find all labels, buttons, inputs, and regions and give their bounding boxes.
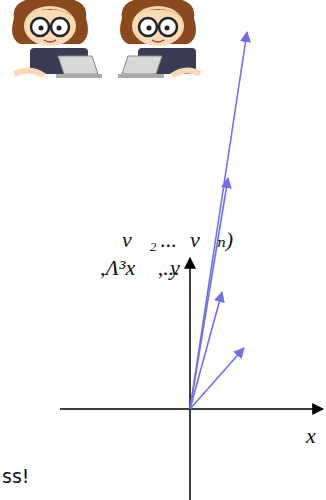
axis-label: x <box>306 424 316 448</box>
power-sequence: ,Λ³x⃗ ,... <box>100 256 180 280</box>
vector-term: v⃗ₙ) <box>190 228 233 252</box>
ellipsis: ... <box>160 228 177 252</box>
girl-left <box>12 0 102 78</box>
vector-arrows <box>190 32 247 409</box>
y-axis <box>189 258 191 500</box>
slide-text: ss! <box>2 466 29 487</box>
vector-term: v⃗₂ <box>122 228 157 252</box>
girl-right <box>118 0 200 78</box>
axis-label: y <box>170 256 180 280</box>
